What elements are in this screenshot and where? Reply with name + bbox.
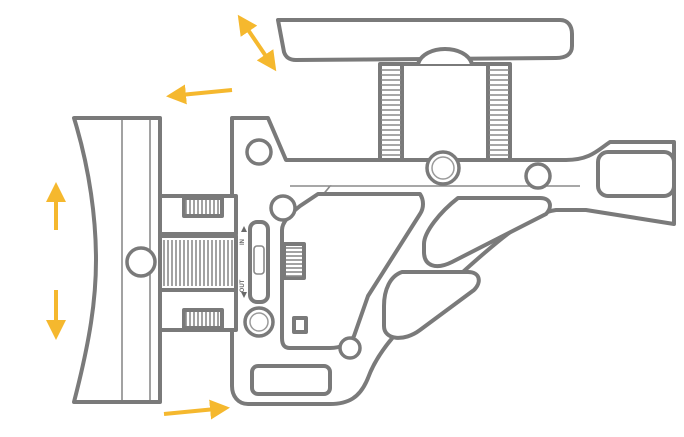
knob-left-middle (269, 194, 297, 222)
latch-tab (292, 316, 308, 334)
butt-pad-screw (125, 246, 157, 278)
cheek-post-threads (381, 69, 509, 156)
spacer-threads (163, 200, 233, 326)
cheek-rest (276, 18, 574, 162)
adjustment-arrow-icon (166, 84, 233, 105)
in-label: IN (240, 239, 246, 245)
butt-pad (72, 116, 162, 404)
out-label: OUT (240, 279, 246, 292)
knob-upper-left (245, 138, 273, 166)
screw-threads (286, 247, 302, 277)
adjustment-screw (282, 242, 306, 280)
frame-cutouts (250, 150, 676, 396)
adjustment-arrow-icon (163, 399, 230, 420)
adjustment-arrow-icon (237, 14, 277, 72)
knob-center (425, 150, 461, 186)
knob-bottom (338, 336, 362, 360)
knob-lower (243, 306, 275, 338)
in-out-slider (241, 220, 270, 304)
knob-right (524, 162, 552, 190)
